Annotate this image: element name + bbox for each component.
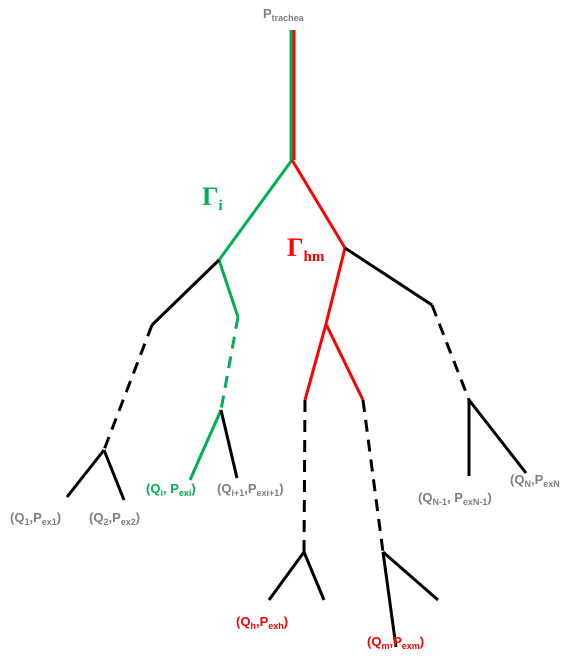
green-path xyxy=(188,159,294,481)
leaf-label-1: (Q1,Pex1) xyxy=(10,510,62,527)
black-branches xyxy=(65,246,528,648)
leaf-label-i-plus-1: (Qi+1,Pexi+1) xyxy=(217,481,284,498)
leaf-label-m: (Qm,Pexm) xyxy=(367,634,425,651)
gamma-hm-label: Γhm xyxy=(287,233,325,265)
leaf-label-n-minus-1: (QN-1, PexN-1) xyxy=(418,490,492,507)
leaf-label-h: (Qh,Pexh) xyxy=(236,614,289,631)
red-path xyxy=(290,159,365,401)
leaf-label-n: (QN,PexN xyxy=(510,472,560,489)
leaf-label-2: (Q2,Pex2) xyxy=(89,510,141,527)
leaf-label-i: (Qi, Pexi) xyxy=(146,481,196,498)
gamma-i-label: Γi xyxy=(202,182,223,214)
trachea-label: Ptrachea xyxy=(263,6,304,23)
